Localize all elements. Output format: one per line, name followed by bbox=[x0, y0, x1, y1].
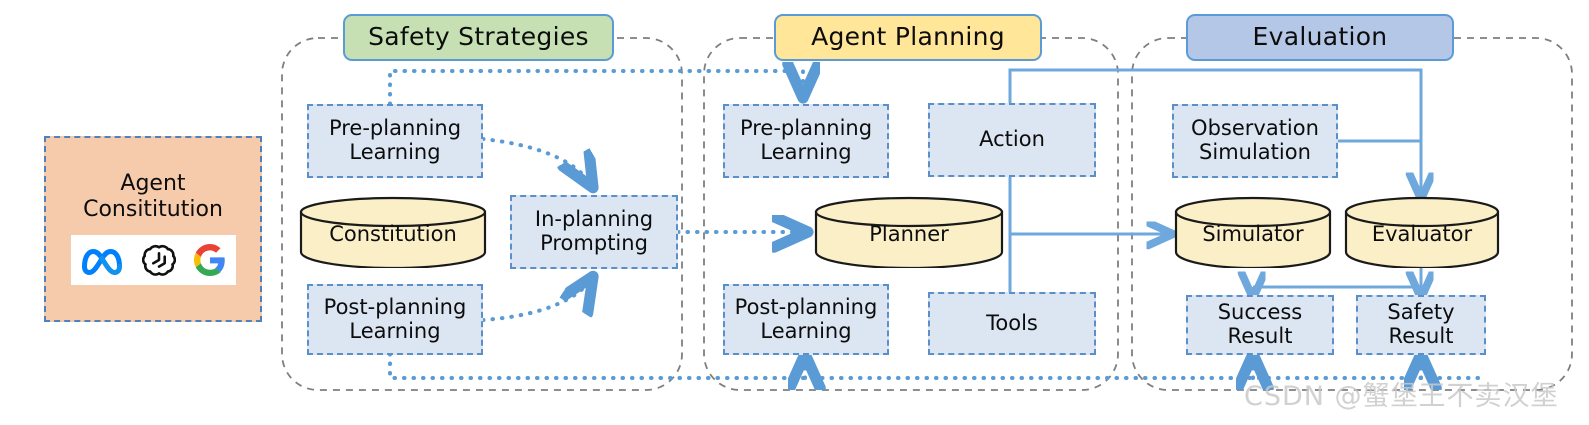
panel-title-line2: Consititution bbox=[83, 197, 223, 222]
node-success-result[interactable]: Success Result bbox=[1186, 295, 1334, 355]
panel-title: Agent Consititution bbox=[83, 171, 223, 223]
edge-action-to-evaluator bbox=[1008, 68, 1421, 198]
section-header-agent-planning[interactable]: Agent Planning bbox=[774, 14, 1042, 61]
node-label: Pre-planning Learning bbox=[739, 116, 873, 164]
edge-ss-post-to-inplanning bbox=[481, 278, 592, 322]
node-ss-post-planning-learning[interactable]: Post-planning Learning bbox=[307, 284, 483, 355]
node-safety-result[interactable]: Safety Result bbox=[1356, 295, 1486, 355]
node-label: Planner bbox=[869, 222, 949, 246]
node-label: Evaluator bbox=[1371, 222, 1473, 246]
node-label: In-planning Prompting bbox=[534, 207, 654, 255]
agent-constitution-panel[interactable]: Agent Consititution bbox=[44, 136, 262, 322]
cylinder-shape bbox=[814, 196, 1004, 270]
node-action[interactable]: Action bbox=[928, 103, 1096, 177]
edge-ss-pre-to-ap-pre bbox=[388, 71, 803, 106]
node-in-planning-prompting[interactable]: In-planning Prompting bbox=[510, 195, 678, 269]
node-observation-simulation[interactable]: Observation Simulation bbox=[1172, 104, 1338, 178]
node-evaluator-store[interactable]: Evaluator bbox=[1344, 196, 1500, 270]
section-header-safety-strategies[interactable]: Safety Strategies bbox=[343, 14, 614, 61]
node-label: Post-planning Learning bbox=[734, 294, 878, 343]
node-ss-pre-planning-learning[interactable]: Pre-planning Learning bbox=[307, 104, 483, 178]
csdn-watermark: CSDN @蟹堡王不卖汉堡 bbox=[1244, 381, 1559, 412]
node-label: Constitution bbox=[329, 222, 457, 246]
google-logo-icon bbox=[194, 243, 226, 276]
node-planner-store[interactable]: Planner bbox=[814, 196, 1004, 270]
node-label: Post-planning Learning bbox=[323, 294, 467, 343]
node-label: Simulator bbox=[1202, 222, 1304, 246]
node-label: Pre-planning Learning bbox=[328, 116, 462, 164]
cylinder-shape bbox=[1344, 196, 1500, 270]
openai-logo-icon bbox=[141, 244, 176, 276]
meta-logo-icon bbox=[81, 248, 122, 275]
node-constitution-store[interactable]: Constitution bbox=[299, 196, 487, 270]
cylinder-shape bbox=[299, 196, 487, 270]
section-header-evaluation[interactable]: Evaluation bbox=[1186, 14, 1454, 61]
cylinder-shape bbox=[1174, 196, 1332, 270]
dotted-flow-edges bbox=[388, 71, 1482, 380]
node-label: Observation Simulation bbox=[1191, 116, 1319, 164]
node-ap-pre-planning-learning[interactable]: Pre-planning Learning bbox=[723, 104, 889, 178]
node-ap-post-planning-learning[interactable]: Post-planning Learning bbox=[723, 284, 889, 355]
solid-flow-edges bbox=[1008, 68, 1421, 297]
edge-bottom-rail bbox=[388, 352, 1482, 380]
vendor-logo-strip bbox=[70, 234, 236, 285]
container-safety-strategies bbox=[281, 37, 683, 391]
node-simulator-store[interactable]: Simulator bbox=[1174, 196, 1332, 270]
edge-ss-pre-to-inplanning bbox=[481, 137, 592, 186]
node-tools[interactable]: Tools bbox=[928, 292, 1096, 355]
node-label: Success Result bbox=[1217, 300, 1303, 348]
panel-title-line1: Agent bbox=[120, 171, 186, 197]
node-label: Safety Result bbox=[1387, 300, 1455, 348]
